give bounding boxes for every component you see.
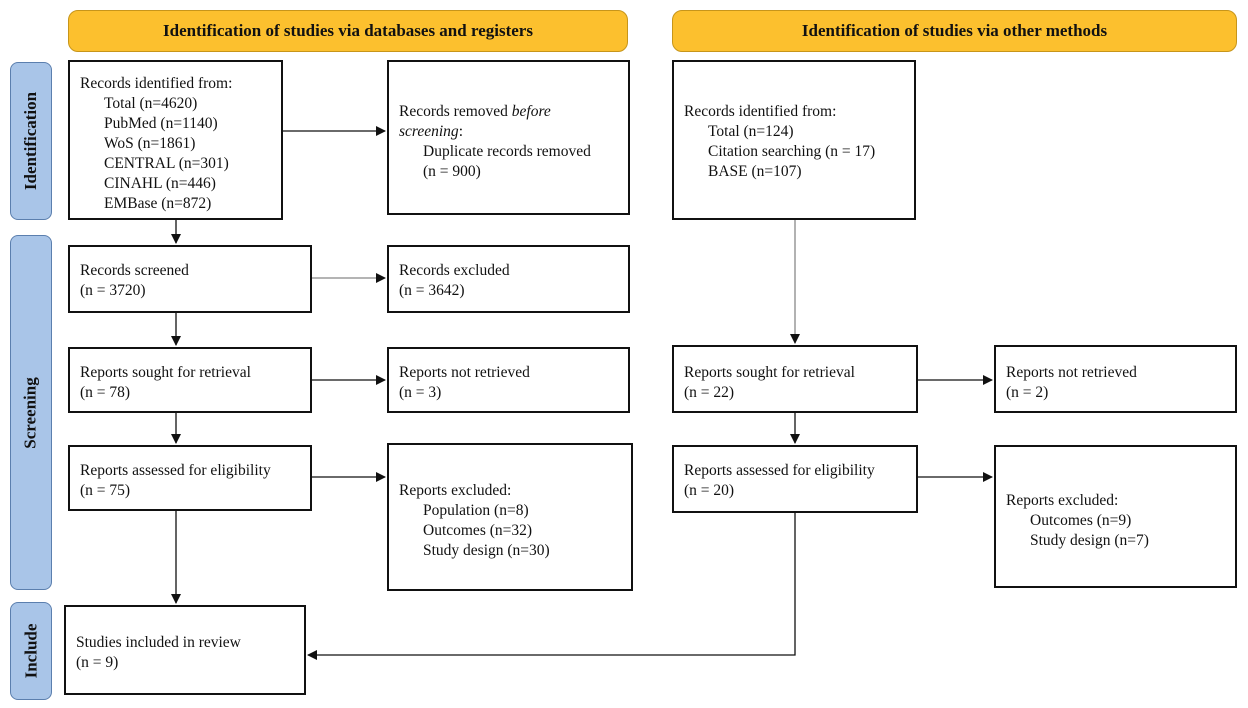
records-source-pubmed: PubMed (n=1140) — [104, 115, 218, 132]
other-reports-assessed-title: Reports assessed for eligibility — [684, 462, 875, 479]
stage-screening: Screening — [10, 235, 52, 590]
other-reports-assessed-count: (n = 20) — [684, 482, 735, 499]
other-source-citation-searching: Citation searching (n = 17) — [708, 143, 876, 160]
reports-not-retrieved-count: (n = 3) — [399, 384, 442, 401]
box-records-identified: Records identified from: Total (n=4620) … — [68, 60, 283, 220]
other-source-total: Total (n=124) — [708, 123, 794, 140]
excluded-reason-study-design: Study design (n=30) — [423, 542, 550, 559]
arrow-other-assessed-to-included — [307, 511, 796, 660]
other-excluded-reason-outcomes: Outcomes (n=9) — [1030, 512, 1132, 529]
records-source-total: Total (n=4620) — [104, 95, 198, 112]
excluded-reason-population: Population (n=8) — [423, 502, 529, 519]
reports-assessed-title: Reports assessed for eligibility — [80, 462, 271, 479]
other-source-base: BASE (n=107) — [708, 163, 802, 180]
box-records-removed: Records removed before screening: : Dupl… — [387, 60, 630, 215]
box-other-reports-excluded: Reports excluded: Outcomes (n=9) Study d… — [994, 445, 1237, 588]
records-removed-title: Records removed before screening: — [399, 103, 551, 140]
other-excluded-reason-study-design: Study design (n=7) — [1030, 532, 1149, 549]
other-records-identified-title: Records identified from: — [684, 103, 837, 120]
records-source-wos: WoS (n=1861) — [104, 135, 196, 152]
records-screened-title: Records screened — [80, 262, 189, 279]
records-source-cinahl: CINAHL (n=446) — [104, 175, 216, 192]
reports-sought-count: (n = 78) — [80, 384, 131, 401]
stage-include: Include — [10, 602, 52, 700]
duplicates-removed-label: Duplicate records removed — [423, 143, 591, 160]
records-source-embase: EMBase (n=872) — [104, 195, 212, 212]
other-reports-not-retrieved-count: (n = 2) — [1006, 384, 1049, 401]
box-other-reports-sought: Reports sought for retrieval (n = 22) — [672, 345, 918, 413]
records-identified-title: Records identified from: — [80, 75, 233, 92]
studies-included-title: Studies included in review — [76, 634, 241, 651]
box-reports-assessed: Reports assessed for eligibility (n = 75… — [68, 445, 312, 511]
header-databases: Identification of studies via databases … — [68, 10, 628, 52]
header-other-methods: Identification of studies via other meth… — [672, 10, 1237, 52]
reports-excluded-title: Reports excluded: — [399, 482, 512, 499]
records-excluded-count: (n = 3642) — [399, 282, 465, 299]
box-reports-sought: Reports sought for retrieval (n = 78) — [68, 347, 312, 413]
other-reports-sought-title: Reports sought for retrieval — [684, 364, 855, 381]
box-records-excluded: Records excluded (n = 3642) — [387, 245, 630, 313]
box-records-screened: Records screened (n = 3720) — [68, 245, 312, 313]
stage-identification: Identification — [10, 62, 52, 220]
box-other-reports-assessed: Reports assessed for eligibility (n = 20… — [672, 445, 918, 513]
excluded-reason-outcomes: Outcomes (n=32) — [423, 522, 533, 539]
reports-not-retrieved-title: Reports not retrieved — [399, 364, 530, 381]
duplicates-removed-count: (n = 900) — [423, 163, 481, 180]
box-studies-included: Studies included in review (n = 9) — [64, 605, 306, 695]
other-reports-excluded-title: Reports excluded: — [1006, 492, 1119, 509]
other-reports-sought-count: (n = 22) — [684, 384, 735, 401]
box-other-reports-not-retrieved: Reports not retrieved (n = 2) — [994, 345, 1237, 413]
studies-included-count: (n = 9) — [76, 654, 119, 671]
records-source-central: CENTRAL (n=301) — [104, 155, 229, 172]
box-other-records-identified: Records identified from: Total (n=124) C… — [672, 60, 916, 220]
other-reports-not-retrieved-title: Reports not retrieved — [1006, 364, 1137, 381]
reports-sought-title: Reports sought for retrieval — [80, 364, 251, 381]
records-excluded-title: Records excluded — [399, 262, 510, 279]
box-reports-not-retrieved: Reports not retrieved (n = 3) — [387, 347, 630, 413]
records-screened-count: (n = 3720) — [80, 282, 146, 299]
reports-assessed-count: (n = 75) — [80, 482, 131, 499]
box-reports-excluded: Reports excluded: Population (n=8) Outco… — [387, 443, 633, 591]
